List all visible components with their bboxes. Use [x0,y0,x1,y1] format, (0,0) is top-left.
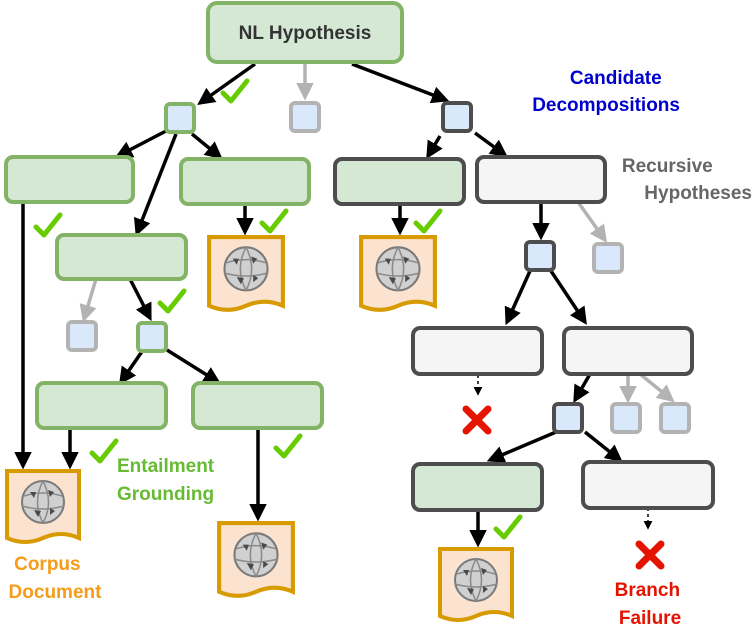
recursive-hypothesis-node [411,326,544,376]
decomposition-node [164,102,196,134]
check-icon [36,215,60,235]
svg-text:Corpus Document: Corpus Document [9,554,103,603]
recursive-hypothesis-node [581,460,715,510]
root-hypothesis-node [206,1,404,64]
check-icon [416,211,440,231]
wikipedia-globe-icon [440,549,512,620]
hypothesis-node [4,155,135,204]
recursive-label-line1: Recursive [622,156,713,177]
wikipedia-globe-icon [209,237,283,310]
svg-text:Branch Failure: Branch Failure [615,580,686,629]
svg-text:Entailment Grounding: Entailment Grounding [117,456,219,505]
recursive-hypothesis-node [562,326,694,376]
svg-text:Candidate Decompositions: Candidate Decompositions [532,68,680,116]
wikipedia-globe-icon [219,523,293,596]
decomposition-node [524,240,556,272]
hypothesis-node [179,157,311,206]
candidate-label-line2: Decompositions [532,95,680,116]
branch-label-line2: Failure [619,608,681,629]
faded-decomposition-node [659,402,691,434]
decomposition-node [441,101,473,133]
check-icon [262,211,286,231]
faded-decomposition-node [289,101,321,133]
faded-decomposition-node [66,320,98,352]
corpus-label-line1: Corpus [14,554,81,575]
root-hypothesis-label: NL Hypothesis [239,23,372,44]
x-mark-icon [466,409,488,431]
candidate-label-line1: Candidate [570,68,662,89]
check-icon [276,436,300,456]
faded-decomposition-node [610,402,642,434]
branch-label-line1: Branch [615,580,680,601]
wikipedia-globe-icon [5,469,81,544]
corpus-label-line2: Document [9,582,103,603]
hypothesis-node [191,381,324,430]
decomposition-node [136,321,168,353]
entailment-label-line2: Grounding [117,484,214,505]
hypothesis-node [55,233,188,281]
x-mark-icon [639,544,661,566]
svg-text:Recursive Hypotheses: Recursive Hypotheses [622,156,752,204]
check-icon [496,517,520,537]
entailment-label-line1: Entailment [117,456,215,477]
hypothesis-node [35,381,168,430]
faded-decomposition-node [592,242,624,274]
check-icon [92,441,116,461]
hypothesis-node [411,462,544,512]
check-icon [160,291,184,311]
wikipedia-globe-icon [361,237,435,310]
hypothesis-node [333,157,466,206]
decomposition-node [552,402,584,434]
recursive-hypothesis-node [475,155,607,204]
recursive-label-line2: Hypotheses [644,183,752,204]
